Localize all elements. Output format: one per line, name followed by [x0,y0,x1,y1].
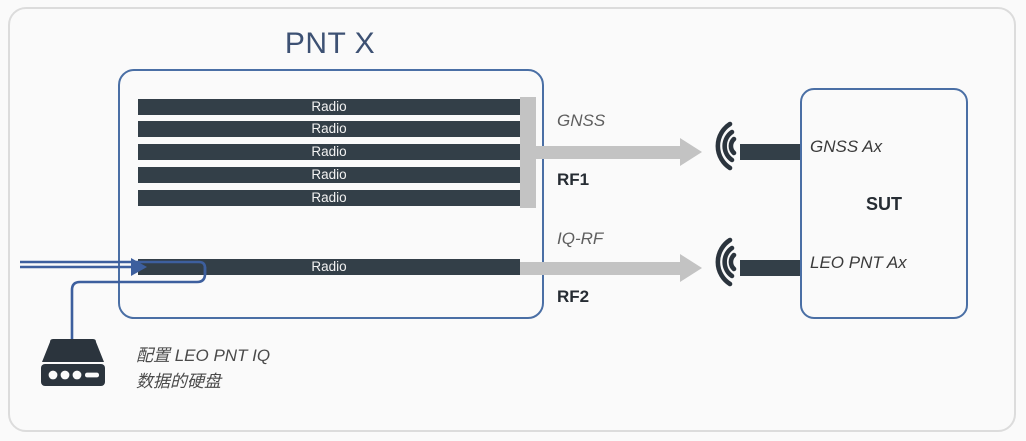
arrow-head-icon [680,138,702,166]
radio-bar: Radio [138,167,520,183]
radio-bar: Radio [138,144,520,160]
radio-bar: Radio [138,190,520,206]
sut-box [800,88,968,319]
rf1-signal-arrow [528,135,702,169]
antenna-icon [700,118,744,179]
storage-caption: 配置 LEO PNT IQ 数据的硬盘 [136,343,270,395]
storage-caption-line-1: 配置 LEO PNT IQ [136,346,271,365]
rf2-signal-arrow [520,251,702,285]
sut-port-gnss-ax: GNSS Ax [810,137,883,156]
label-rf1: RF1 [557,170,590,189]
storage-caption-line-2: 数据的硬盘 [136,372,221,391]
label-iq-rf: IQ-RF [557,229,604,248]
iq-radio-bar: Radio [138,259,520,275]
hard-drive-icon [38,338,108,395]
sut-port-leo-pnt-ax: LEO PNT Ax [810,253,907,272]
arrow-shaft [528,146,680,159]
antenna-lead-top [740,144,804,160]
radio-bar: Radio [138,121,520,137]
label-gnss: GNSS [557,111,606,130]
page-title: PNT X [284,27,376,60]
arrow-shaft [520,262,680,275]
antenna-icon [700,234,744,295]
sut-label: SUT [866,194,902,214]
arrow-head-icon [680,254,702,282]
label-rf2: RF2 [557,287,590,306]
radio-bar: Radio [138,99,520,115]
antenna-lead-bottom [740,260,804,276]
